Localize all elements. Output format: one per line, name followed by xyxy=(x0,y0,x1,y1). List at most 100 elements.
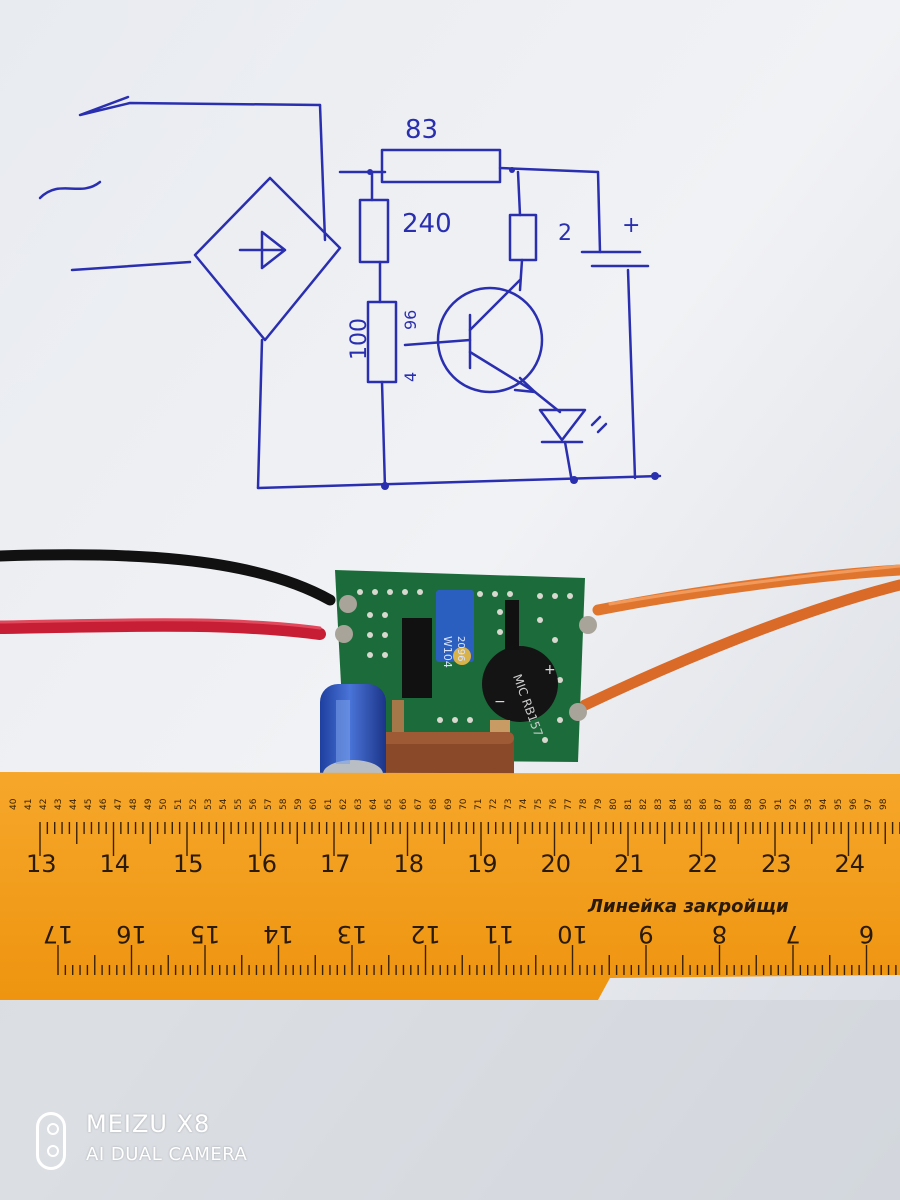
bridge-lead-block xyxy=(505,600,519,650)
resistor-small-1 xyxy=(392,700,404,734)
schematic-junctions xyxy=(367,167,659,490)
bridge-minus: − xyxy=(494,694,506,710)
wire-bridge-minus xyxy=(256,338,264,490)
ruler-mm-number: 85 xyxy=(684,799,694,810)
ruler-bottom-number: 8 xyxy=(712,920,727,948)
ruler-mm-number: 60 xyxy=(309,798,319,810)
ruler-mm-number: 64 xyxy=(369,798,379,810)
ruler-mm-number: 57 xyxy=(264,799,274,810)
ruler-mm-number: 83 xyxy=(654,799,664,810)
ruler-mm-number: 42 xyxy=(39,799,49,810)
ruler-mm-number: 90 xyxy=(759,798,769,810)
ruler-bottom-number: 12 xyxy=(410,920,441,948)
ruler-mm-number: 87 xyxy=(714,799,724,810)
ruler-brand-text: Линейка закройщи xyxy=(587,896,789,917)
ruler-mm-number: 40 xyxy=(9,798,19,810)
bridge-plus: + xyxy=(544,662,556,678)
wire-bottom-rail xyxy=(256,474,662,490)
watermark-brand: MEIZU X8 xyxy=(86,1110,211,1138)
ac-input-wire-left xyxy=(70,260,192,272)
wire-r2-top xyxy=(516,170,522,217)
ruler-top-number: 18 xyxy=(394,850,425,878)
ruler-mm-number: 84 xyxy=(669,798,679,810)
ruler-bottom-number: 9 xyxy=(638,920,653,948)
led-light-rays xyxy=(590,415,608,434)
wire-cap-top xyxy=(596,170,602,254)
ruler-mm-number: 45 xyxy=(84,799,94,810)
ruler-bottom-number: 10 xyxy=(557,920,588,948)
orange-wire-bottom xyxy=(579,579,900,711)
ruler-mm-number: 53 xyxy=(204,799,214,810)
diode-bridge-symbol xyxy=(193,176,342,342)
ruler-mm-number: 89 xyxy=(744,798,754,810)
ruler-mm-number: 70 xyxy=(459,798,469,810)
transistor-circle xyxy=(436,286,544,394)
label-r-bottom: 100 xyxy=(347,318,372,360)
resistor-240 xyxy=(358,198,390,264)
trimmer-screw xyxy=(453,647,471,665)
orange-wire-highlight xyxy=(608,564,900,606)
ruler-mm-number: 52 xyxy=(189,799,199,810)
label-r-top: 83 xyxy=(405,115,438,145)
ruler-mm-number: 54 xyxy=(219,798,229,810)
ruler-mm-number: 74 xyxy=(519,798,529,810)
ruler-mm-number: 43 xyxy=(54,799,64,810)
ruler-mm-number: 91 xyxy=(774,799,784,810)
ruler-top-number: 13 xyxy=(26,850,57,878)
ruler-top-number: 17 xyxy=(320,850,351,878)
pot-code: 2096 xyxy=(455,636,466,661)
wire-top-rail-right xyxy=(498,166,600,174)
ruler-mm-number: 93 xyxy=(804,799,814,810)
pot-marking: W104 xyxy=(441,636,454,668)
output-terminal-top xyxy=(579,616,597,634)
watermark-subtitle: AI DUAL CAMERA xyxy=(86,1144,248,1165)
ruler-mm-number: 65 xyxy=(384,799,394,810)
ruler-top-number: 20 xyxy=(541,850,572,878)
ruler-top-number: 16 xyxy=(247,850,278,878)
ruler-mm-number: 72 xyxy=(489,799,499,810)
wire-top-vertical xyxy=(318,103,327,242)
input-wires xyxy=(0,549,336,640)
ruler-top-number: 24 xyxy=(835,850,866,878)
ruler-mm-number: 97 xyxy=(864,799,874,810)
transistor-emitter xyxy=(468,350,537,394)
ruler-mm-number: 44 xyxy=(69,798,79,810)
label-pot-bottom: 4 xyxy=(401,372,420,382)
transistor-body xyxy=(402,618,432,698)
ruler-mm-number: 92 xyxy=(789,799,799,810)
ruler-mm-number: 62 xyxy=(339,799,349,810)
camera-lens-icon xyxy=(36,1112,66,1170)
wire-r100-bottom xyxy=(380,380,387,490)
transistor-collector xyxy=(468,278,522,332)
red-wire-highlight xyxy=(0,618,322,630)
ruler-mm-number: 79 xyxy=(594,798,604,810)
diode-bridge-diode xyxy=(238,230,287,270)
red-wire xyxy=(0,619,326,640)
schematic-drawing xyxy=(38,95,662,490)
ruler-bottom-number: 13 xyxy=(337,920,368,948)
label-cap-plus: + xyxy=(622,213,640,238)
ruler-body xyxy=(0,772,900,1000)
ruler-mm-number: 66 xyxy=(399,798,409,810)
camera-watermark: MEIZU X8 AI DUAL CAMERA xyxy=(36,1108,296,1172)
ruler-mm-number: 75 xyxy=(534,799,544,810)
ruler-mm-number: 86 xyxy=(699,798,709,810)
label-pot-top: 96 xyxy=(401,310,420,330)
ruler-mm-number: 82 xyxy=(639,799,649,810)
output-terminal-bottom xyxy=(569,703,587,721)
ruler-top-number: 21 xyxy=(614,850,645,878)
wire-cap-bottom xyxy=(626,268,637,480)
ruler-mm-number: 95 xyxy=(834,799,844,810)
ruler-mm-number: 98 xyxy=(879,798,889,810)
ruler-top-number: 14 xyxy=(100,850,131,878)
wire-led-bottom xyxy=(563,440,574,484)
resistor-small-2 xyxy=(490,720,510,734)
bridge-rectifier xyxy=(482,646,558,722)
circuit-board xyxy=(320,570,597,796)
ruler-mm-number: 59 xyxy=(294,798,304,810)
